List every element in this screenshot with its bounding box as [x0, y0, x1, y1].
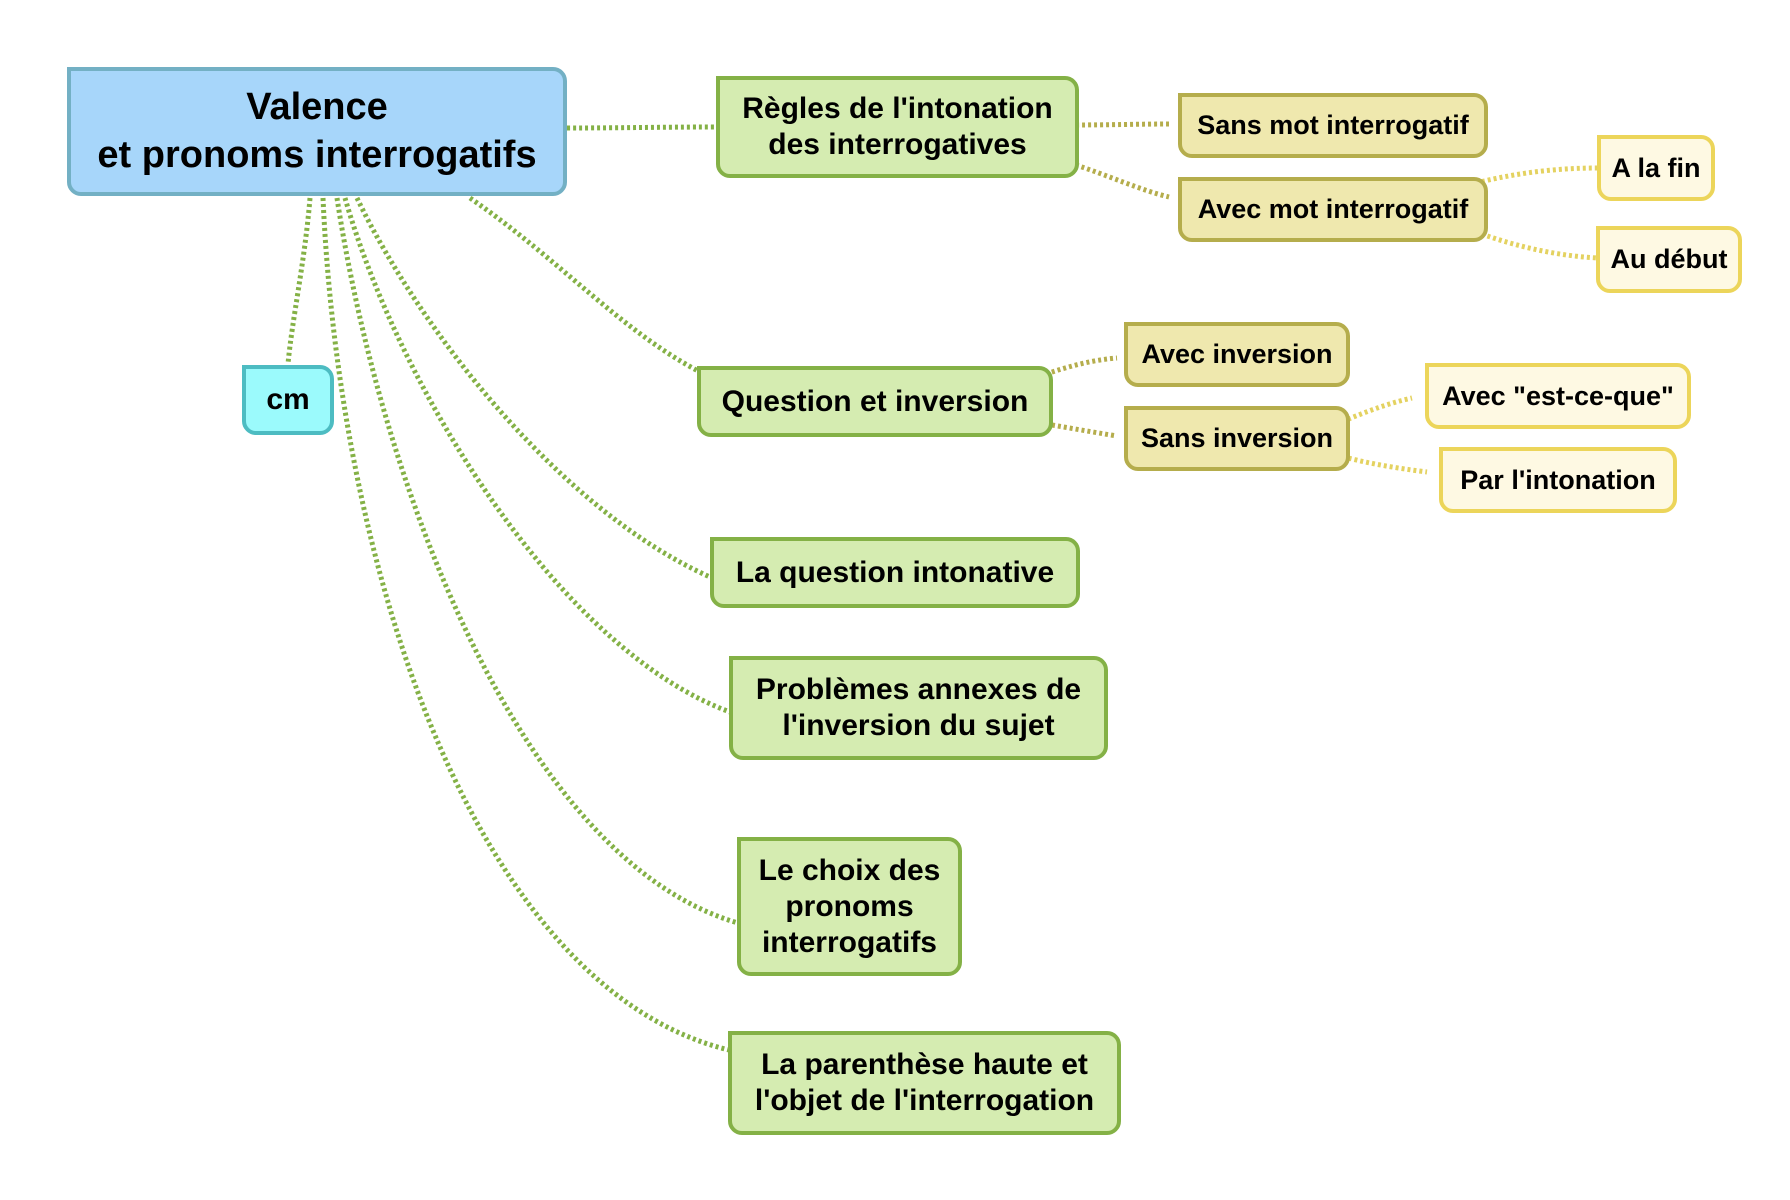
connector-avec-mot-fin	[1475, 165, 1599, 186]
root-topic-node[interactable]: Valence et pronoms interrogatifs	[67, 67, 567, 196]
branch-label: La parenthèse haute et l'objet de l'inte…	[754, 1048, 1095, 1117]
root-topic-label: Valence et pronoms interrogatifs	[97, 86, 537, 176]
connector-qi-sans-inversion	[1045, 421, 1118, 439]
connector-root-parenthese	[320, 197, 730, 1053]
connector-root-cm	[285, 197, 313, 365]
branch-node-problemes-annexes[interactable]: Problèmes annexes de l'inversion du suje…	[729, 656, 1108, 760]
detail-label: Avec "est-ce-que"	[1442, 380, 1674, 411]
subtopic-label: Avec inversion	[1141, 339, 1333, 370]
subtopic-node-avec-mot-interrogatif[interactable]: Avec mot interrogatif	[1178, 177, 1488, 242]
subtopic-label: Sans mot interrogatif	[1197, 110, 1469, 141]
branch-node-choix-pronoms[interactable]: Le choix des pronoms interrogatifs	[737, 837, 962, 976]
connector-root-choix	[334, 197, 739, 926]
connector-sans-inv-intonation	[1336, 452, 1428, 475]
detail-node-par-intonation[interactable]: Par l'intonation	[1439, 447, 1677, 513]
subtopic-label: Avec mot interrogatif	[1197, 194, 1469, 225]
branch-label: Problèmes annexes de l'inversion du suje…	[755, 673, 1082, 742]
connector-regles-avec-mot	[1069, 160, 1170, 200]
callout-node[interactable]: cm	[242, 365, 334, 435]
connector-root-question-intonative	[354, 196, 712, 580]
detail-node-est-ce-que[interactable]: Avec "est-ce-que"	[1425, 363, 1691, 429]
connector-root-question-inversion	[468, 195, 702, 375]
subtopic-node-sans-inversion[interactable]: Sans inversion	[1124, 406, 1350, 471]
connector-avec-mot-debut	[1475, 229, 1599, 261]
branch-label: Le choix des pronoms interrogatifs	[758, 853, 941, 959]
connector-root-problemes	[342, 197, 731, 715]
detail-node-a-la-fin[interactable]: A la fin	[1597, 135, 1715, 201]
branch-node-regles[interactable]: Règles de l'intonation des interrogative…	[716, 76, 1079, 178]
branch-label: Question et inversion	[721, 384, 1029, 418]
detail-node-au-debut[interactable]: Au début	[1596, 226, 1742, 293]
subtopic-node-sans-mot-interrogatif[interactable]: Sans mot interrogatif	[1178, 93, 1488, 158]
subtopic-node-avec-inversion[interactable]: Avec inversion	[1124, 322, 1350, 387]
branch-label: Règles de l'intonation des interrogative…	[742, 92, 1053, 161]
connector-root-regles	[566, 124, 717, 131]
branch-node-question-inversion[interactable]: Question et inversion	[697, 366, 1053, 437]
detail-label: Au début	[1610, 244, 1728, 275]
connector-qi-avec-inversion	[1045, 355, 1118, 377]
detail-label: A la fin	[1611, 152, 1701, 183]
branch-label: La question intonative	[735, 555, 1055, 589]
branch-node-parenthese-haute[interactable]: La parenthèse haute et l'objet de l'inte…	[728, 1031, 1121, 1135]
detail-label: Par l'intonation	[1460, 464, 1656, 495]
branch-node-question-intonative[interactable]: La question intonative	[710, 537, 1080, 608]
subtopic-label: Sans inversion	[1140, 423, 1334, 454]
connector-regles-sans-mot	[1069, 121, 1170, 128]
callout-label: cm	[266, 383, 310, 416]
